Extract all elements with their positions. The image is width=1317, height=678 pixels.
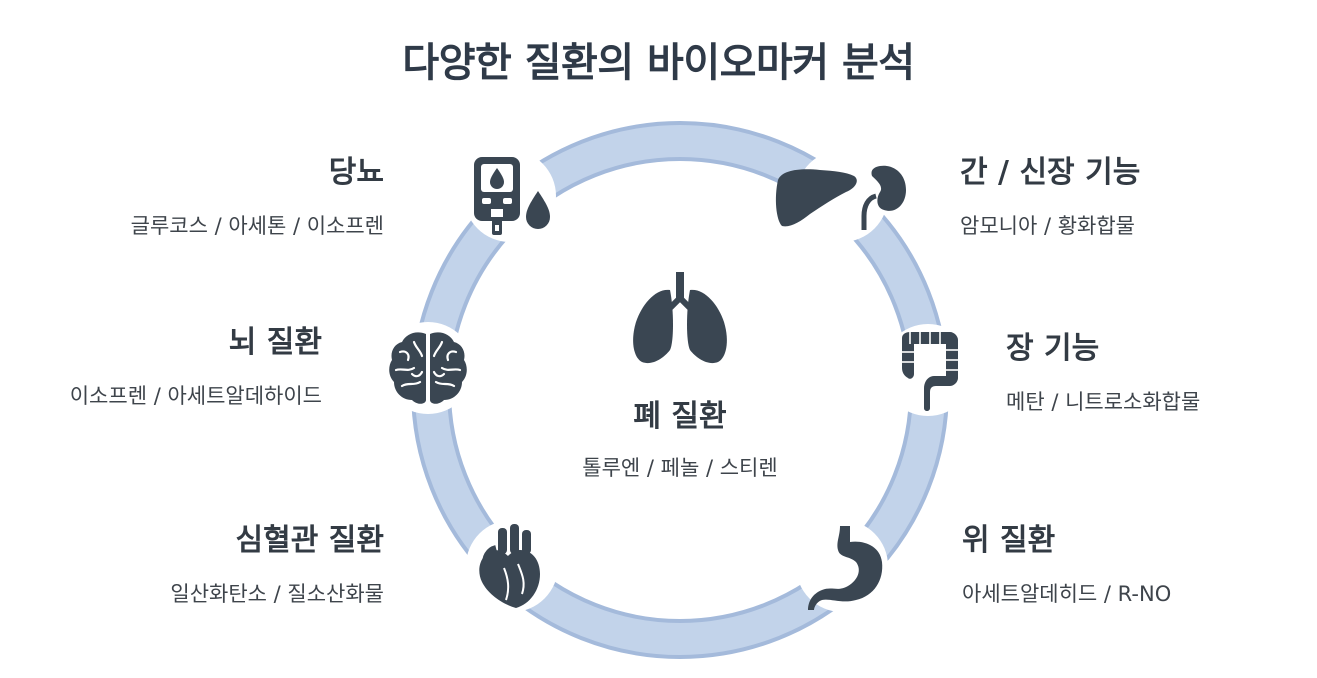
label-intestine-sub: 메탄 / 니트로소화합물 — [1006, 390, 1201, 414]
label-diabetes-sub: 글루코스 / 아세톤 / 이소프렌 — [130, 214, 384, 238]
label-liver-kidney-head: 간 / 신장 기능 — [960, 155, 1141, 190]
label-intestine: 장 기능 메탄 / 니트로소화합물 — [1006, 330, 1200, 416]
label-liver-kidney: 간 / 신장 기능 암모니아 / 황화합물 — [960, 154, 1140, 240]
glucose-meter-icon — [474, 157, 550, 235]
stomach-icon — [808, 526, 883, 610]
label-brain: 뇌 질환 이소프렌 / 아세트알데하이드 — [70, 324, 322, 410]
heart-icon — [479, 524, 540, 608]
label-stomach: 위 질환 아세트알데히드 / R-NO — [962, 522, 1171, 608]
label-lung-head: 폐 질환 — [633, 399, 727, 434]
label-stomach-sub: 아세트알데히드 / R-NO — [962, 582, 1172, 606]
label-lung: 폐 질환 톨루엔 / 페놀 / 스티렌 — [560, 398, 800, 482]
label-brain-head: 뇌 질환 — [228, 325, 322, 360]
brain-icon — [389, 332, 467, 404]
label-cardio-head: 심혈관 질환 — [235, 523, 384, 558]
label-brain-sub: 이소프렌 / 아세트알데하이드 — [69, 384, 322, 408]
intestine-icon — [902, 332, 958, 411]
label-diabetes: 당뇨 글루코스 / 아세톤 / 이소프렌 — [131, 154, 384, 240]
label-cardio-sub: 일산화탄소 / 질소산화물 — [170, 582, 384, 606]
liver-kidney-icon — [775, 165, 906, 230]
page-title: 다양한 질환의 바이오마커 분석 — [402, 40, 915, 86]
label-lung-sub: 톨루엔 / 페놀 / 스티렌 — [582, 456, 778, 480]
label-liver-kidney-sub: 암모니아 / 황화합물 — [960, 214, 1135, 238]
label-stomach-head: 위 질환 — [962, 523, 1056, 558]
label-diabetes-head: 당뇨 — [328, 155, 384, 190]
label-intestine-head: 장 기능 — [1006, 331, 1100, 366]
label-cardio: 심혈관 질환 일산화탄소 / 질소산화물 — [170, 522, 384, 608]
lungs-icon — [633, 272, 727, 364]
